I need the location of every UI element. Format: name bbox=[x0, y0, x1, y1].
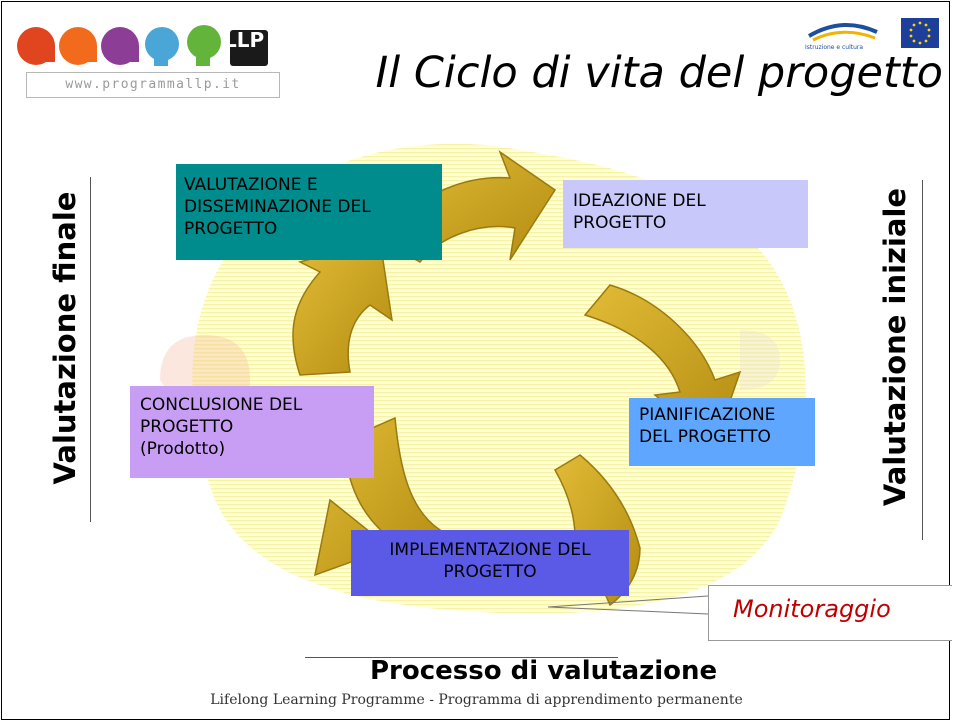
monitoring-label: Monitoraggio bbox=[733, 595, 891, 623]
culture-emblem-icon bbox=[807, 22, 878, 42]
evaluation-process-label: Processo di valutazione bbox=[370, 656, 718, 686]
stage-valutazione: VALUTAZIONE E DISSEMINAZIONE DEL PROGETT… bbox=[176, 164, 442, 260]
llp-logo-text: LLP bbox=[224, 28, 265, 52]
stage-valutazione-line: PROGETTO bbox=[184, 219, 278, 239]
bottom-divider bbox=[305, 657, 618, 658]
llp-logo bbox=[17, 25, 268, 66]
stage-implementazione-line: IMPLEMENTAZIONE DEL bbox=[389, 540, 591, 560]
llp-logo-letters bbox=[17, 25, 268, 66]
stage-conclusione-line: PROGETTO bbox=[140, 417, 234, 437]
stage-pianificazione-line: PIANIFICAZIONE bbox=[639, 405, 776, 425]
eu-flag-icon bbox=[901, 18, 939, 48]
culture-emblem-caption: Istruzione e cultura bbox=[805, 44, 864, 51]
stage-conclusione-line: CONCLUSIONE DEL bbox=[140, 395, 303, 415]
stage-pianificazione-line: DEL PROGETTO bbox=[639, 427, 771, 447]
page-title: Il Ciclo di vita del progetto bbox=[375, 48, 943, 98]
side-label-left: Valutazione finale bbox=[28, 165, 102, 525]
side-label-right: Valutazione iniziale bbox=[858, 165, 932, 550]
side-divider-left bbox=[90, 177, 91, 522]
stage-ideazione-line: IDEAZIONE DEL bbox=[573, 191, 706, 211]
stage-conclusione: CONCLUSIONE DEL PROGETTO (Prodotto) bbox=[130, 386, 374, 478]
stage-ideazione: IDEAZIONE DEL PROGETTO bbox=[563, 180, 808, 248]
monitor-pointer bbox=[547, 595, 709, 615]
stage-implementazione-line: PROGETTO bbox=[443, 562, 537, 582]
stage-pianificazione: PIANIFICAZIONE DEL PROGETTO bbox=[629, 398, 815, 466]
stage-valutazione-line: DISSEMINAZIONE DEL bbox=[184, 197, 371, 217]
stage-implementazione: IMPLEMENTAZIONE DEL PROGETTO bbox=[351, 530, 629, 596]
monitoring-callout: Monitoraggio bbox=[708, 585, 952, 641]
initial-evaluation-label: Valutazione iniziale bbox=[878, 187, 912, 507]
final-evaluation-label: Valutazione finale bbox=[48, 191, 82, 485]
logo-url: www.programmallp.it bbox=[26, 72, 280, 98]
stage-conclusione-line: (Prodotto) bbox=[140, 439, 226, 459]
stage-valutazione-line: VALUTAZIONE E bbox=[184, 175, 318, 195]
side-divider-right bbox=[922, 180, 923, 540]
footer-text: Lifelong Learning Programme - Programma … bbox=[210, 692, 743, 708]
stage-ideazione-line: PROGETTO bbox=[573, 213, 667, 233]
